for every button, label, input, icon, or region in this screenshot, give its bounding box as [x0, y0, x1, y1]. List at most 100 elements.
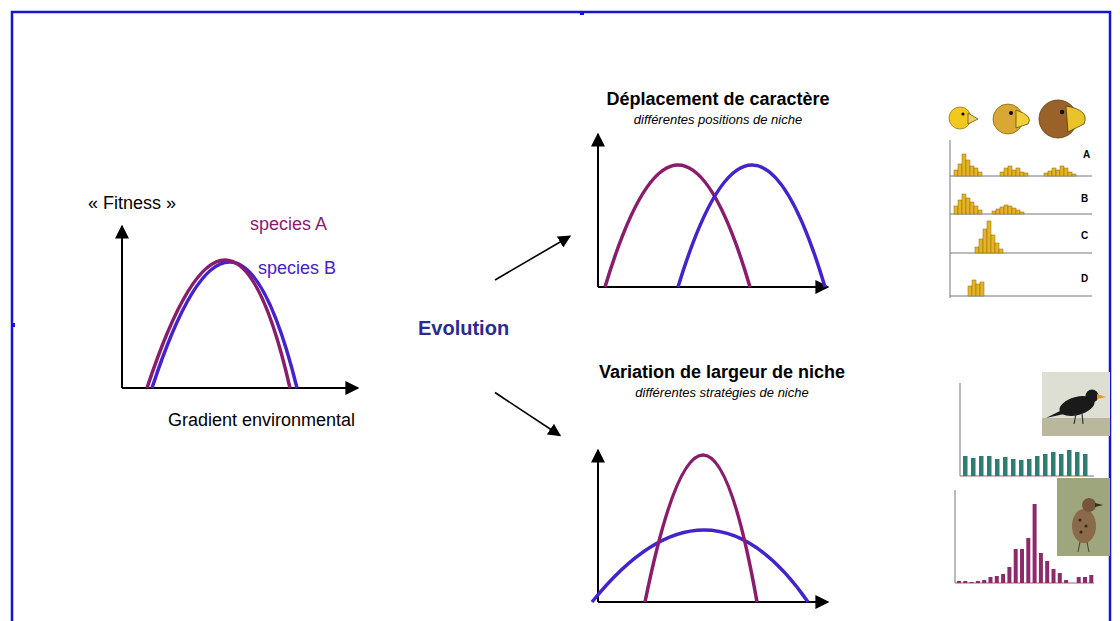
histogram-bar	[1004, 205, 1008, 214]
x-axis	[598, 601, 828, 603]
row-letter: C	[1081, 230, 1088, 242]
histogram-bar	[972, 280, 976, 296]
habitat-bar	[1027, 459, 1032, 476]
histogram-bar	[1000, 207, 1004, 214]
fitness-curve	[152, 262, 297, 388]
blackbird-photo	[1042, 372, 1110, 436]
bird-head	[1086, 390, 1099, 403]
displacement-chart	[598, 134, 828, 287]
thrush-photo	[1057, 478, 1110, 556]
x-axis	[122, 387, 358, 389]
finch-beak	[968, 113, 978, 124]
habitat-bar	[1083, 454, 1088, 476]
histogram-bar	[1072, 174, 1076, 176]
habitat-bar	[989, 577, 993, 583]
fitness-curve	[147, 260, 290, 388]
histogram-bar	[1016, 168, 1020, 176]
histogram-bar	[1024, 173, 1028, 176]
histogram-bar	[968, 286, 972, 296]
histogram-bar	[1064, 168, 1068, 176]
finch-eye	[1060, 110, 1064, 114]
row-letter: B	[1081, 193, 1088, 205]
histogram-bar	[975, 247, 979, 253]
histogram-bar	[992, 211, 996, 214]
habitat-bar	[979, 456, 984, 476]
bird-speckle	[1079, 519, 1082, 522]
habitat-bar	[1051, 452, 1056, 476]
panel-subtitle: différentes positions de niche	[570, 112, 866, 128]
finch-eye	[961, 112, 964, 115]
histogram-bar	[970, 202, 974, 214]
histogram-bar	[974, 168, 978, 176]
habitat-bar	[1058, 573, 1062, 583]
finch-beak	[1016, 110, 1030, 128]
fitness-chart	[122, 226, 358, 388]
histogram-bar	[962, 194, 966, 214]
bird-head	[1082, 498, 1096, 512]
histogram-bar	[1008, 166, 1012, 176]
bird-speckle	[1085, 525, 1088, 528]
histogram-bar	[1052, 168, 1056, 176]
y-axis	[597, 450, 599, 602]
histogram-bar	[1008, 206, 1012, 214]
bird-body	[1072, 509, 1096, 543]
histogram-bar	[1060, 166, 1064, 176]
niche-panel: Variation de largeur de nichedifférentes…	[560, 358, 884, 608]
fitness-curve	[678, 165, 825, 287]
habitat-bar	[1067, 450, 1072, 476]
habitat-bar	[957, 581, 961, 583]
fitness-chart-panel: « Fitness »species Aspecies BGradient en…	[80, 190, 495, 440]
frame-mark	[12, 323, 15, 327]
panel-title: Variation de largeur de niche	[560, 362, 884, 384]
habitat-bar	[1077, 577, 1081, 583]
habitat-bar	[963, 456, 968, 476]
bird-leg	[1074, 414, 1076, 424]
histogram-bar	[1012, 208, 1016, 214]
habitat-bar	[970, 582, 974, 583]
bird-beak	[1095, 503, 1103, 507]
width-chart	[592, 450, 828, 602]
habitat-bar	[1033, 504, 1037, 583]
species-label: species B	[258, 258, 336, 280]
bar-axis	[955, 490, 956, 583]
habitat-bar	[1089, 575, 1093, 583]
photo-ground	[1042, 372, 1110, 436]
histogram-bar	[979, 239, 983, 253]
histogram-bar	[976, 284, 980, 296]
y-axis	[597, 134, 599, 287]
habitat-bar	[1026, 538, 1030, 583]
niche-panel: Déplacement de caractèredifférentes posi…	[570, 85, 866, 295]
bird-leg	[1087, 542, 1089, 552]
histogram-bar	[1020, 212, 1024, 214]
panel-subtitle: différentes stratégies de niche	[560, 385, 884, 401]
habitat-bar	[1045, 561, 1049, 583]
histogram-bar	[983, 229, 987, 253]
habitat-bar	[1070, 583, 1074, 584]
process-label: Evolution	[418, 316, 509, 340]
histogram-bar	[1044, 173, 1048, 176]
histogram-bar	[958, 164, 962, 176]
histogram-bar	[978, 210, 982, 214]
histogram-bar	[987, 221, 991, 253]
histogram-bar	[1056, 170, 1060, 176]
evolution-arrow	[495, 393, 560, 436]
habitat-bar	[982, 580, 986, 583]
fitness-curve	[645, 455, 757, 602]
histogram-bar	[1020, 172, 1024, 176]
habitat-bar	[1020, 549, 1024, 583]
bird-speckle	[1080, 531, 1083, 534]
histogram-bar	[995, 243, 999, 253]
histogram-bar	[962, 154, 966, 176]
bird-leg	[1082, 413, 1083, 424]
habitat-bar	[1001, 574, 1005, 583]
habitat-bar	[1075, 452, 1080, 476]
histogram-bar	[978, 172, 982, 176]
histogram-bar	[966, 198, 970, 214]
habitat-bar	[1083, 577, 1087, 583]
histogram-axis	[950, 140, 951, 298]
bird-beak	[1097, 394, 1106, 399]
finch-heads	[949, 100, 1085, 138]
